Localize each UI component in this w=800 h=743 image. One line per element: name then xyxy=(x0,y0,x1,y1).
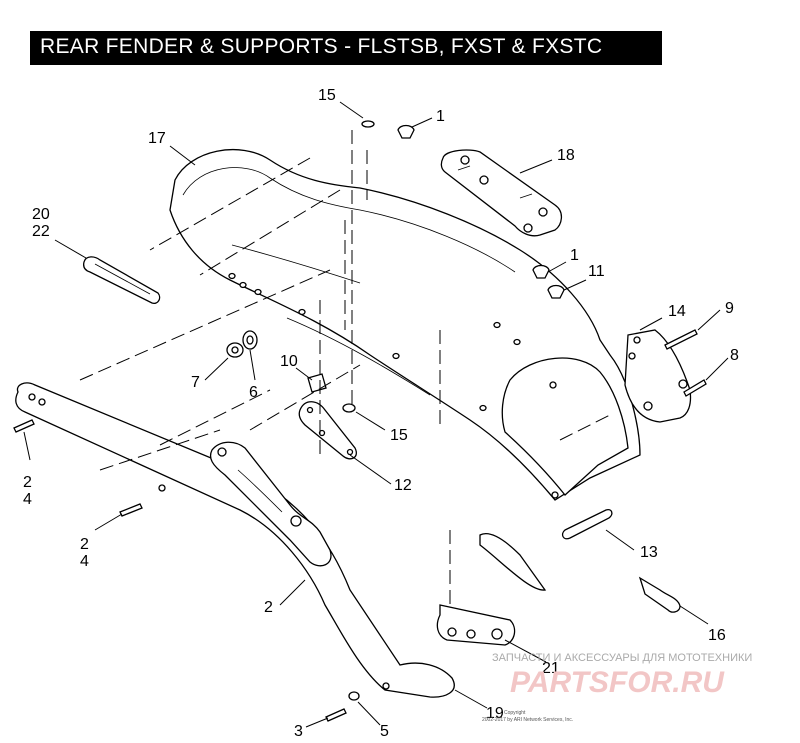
callout-8: 8 xyxy=(730,347,739,364)
support-bracket-12 xyxy=(209,441,332,567)
callout-21: 21 xyxy=(542,660,560,677)
callout-20: 20 xyxy=(32,206,50,223)
callout-15-mid: 15 xyxy=(390,427,408,444)
copyright-line2: 2002-2017 by ARI Network Services, Inc. xyxy=(482,717,573,723)
callout-2-lower: 2 xyxy=(80,536,89,553)
callout-6: 6 xyxy=(249,384,258,401)
callout-1-mid: 1 xyxy=(570,247,579,264)
rear-support-21 xyxy=(479,533,547,591)
watermark-logo: PARTSFOR.RU xyxy=(510,666,725,699)
bolt-8 xyxy=(683,379,707,397)
fender-rear-trim xyxy=(501,357,629,496)
callout-2-left: 2 xyxy=(23,474,32,491)
reflector-20-22 xyxy=(83,256,161,304)
page-title: REAR FENDER & SUPPORTS - FLSTSB, FXST & … xyxy=(40,35,603,58)
clip-10 xyxy=(307,373,327,393)
title-bar: REAR FENDER & SUPPORTS - FLSTSB, FXST & … xyxy=(30,31,662,65)
arm-16 xyxy=(638,576,681,613)
clip-15-top xyxy=(361,120,375,128)
fastener-1-top xyxy=(397,124,415,139)
bolt-9 xyxy=(664,329,698,350)
copyright-line1: Copyright xyxy=(504,710,526,716)
fastener-11 xyxy=(547,284,565,299)
callout-labels: 15 1 17 18 20 22 1 11 14 9 8 7 6 10 15 1… xyxy=(23,87,739,740)
mounting-plate-14 xyxy=(624,329,692,423)
callout-13: 13 xyxy=(640,544,658,561)
callout-4-left: 4 xyxy=(23,491,32,508)
callout-10: 10 xyxy=(280,353,298,370)
callout-17: 17 xyxy=(148,130,166,147)
bolt-2-4-a xyxy=(13,419,35,433)
callout-9: 9 xyxy=(725,300,734,317)
bolt-2-4-b xyxy=(119,503,143,517)
callout-3: 3 xyxy=(294,723,303,740)
fastener-1-mid xyxy=(532,264,550,279)
callout-19: 19 xyxy=(486,705,504,722)
callout-16: 16 xyxy=(708,627,726,644)
callout-22: 22 xyxy=(32,223,50,240)
callout-11: 11 xyxy=(588,263,605,280)
callout-14: 14 xyxy=(668,303,686,320)
callout-15-top: 15 xyxy=(318,87,336,104)
callout-12: 12 xyxy=(394,477,412,494)
callout-7: 7 xyxy=(191,374,200,391)
fender-panel-18 xyxy=(440,149,563,237)
callout-5: 5 xyxy=(380,723,389,740)
watermark-tagline: ЗАПЧАСТИ И АКСЕССУАРЫ ДЛЯ МОТОТЕХНИКИ xyxy=(492,652,752,664)
bolt-3 xyxy=(325,708,347,722)
callout-4-lower: 4 xyxy=(80,553,89,570)
callout-1-top: 1 xyxy=(436,108,445,125)
washer-5 xyxy=(348,691,360,701)
clip-15-mid xyxy=(342,403,356,413)
callout-18: 18 xyxy=(557,147,575,164)
rod-13 xyxy=(561,508,613,540)
watermark: ЗАПЧАСТИ И АКСЕССУАРЫ ДЛЯ МОТОТЕХНИКИ PA… xyxy=(492,652,752,699)
callout-2-mid: 2 xyxy=(264,599,273,616)
